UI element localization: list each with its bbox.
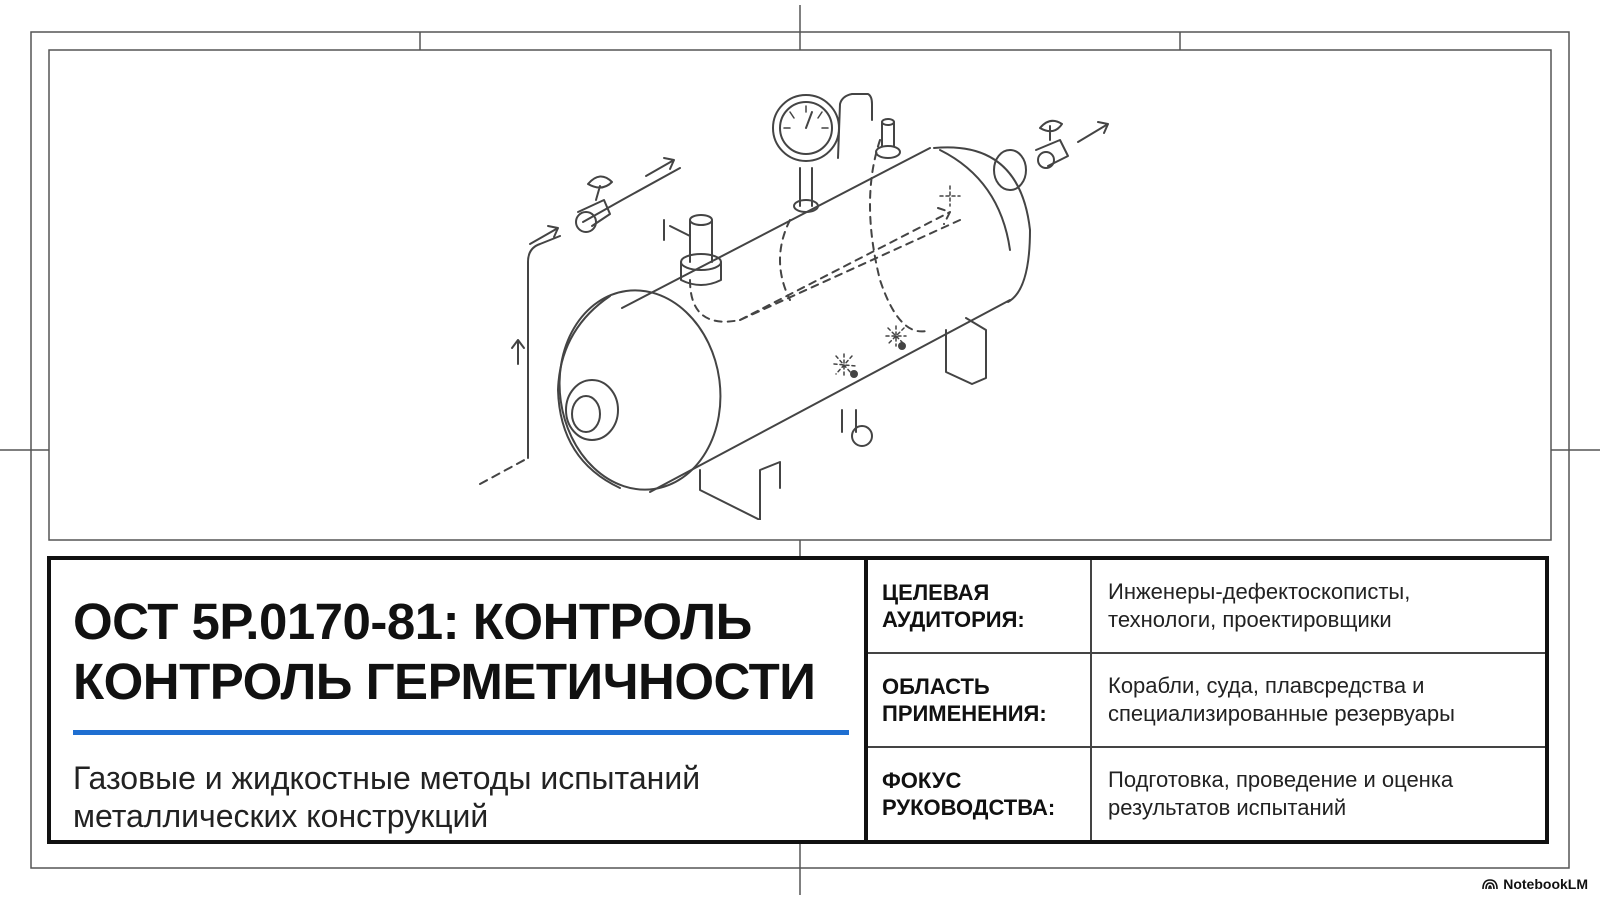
subtitle-line-1: Газовые и жидкостные методы испытаний	[73, 760, 701, 796]
row-key-line: ФОКУС	[882, 768, 962, 793]
title-panel: ОСТ 5Р.0170-81: КОНТРОЛЬ КОНТРОЛЬ ГЕРМЕТ…	[51, 560, 868, 840]
flow-arrow-up	[511, 339, 525, 365]
front-nozzle	[565, 379, 619, 441]
tank-front-head	[558, 289, 722, 491]
rear-outlet	[993, 149, 1027, 191]
flow-arrow-out	[1077, 121, 1109, 143]
title-line-2: КОНТРОЛЬ ГЕРМЕТИЧНОСТИ	[73, 653, 816, 710]
tank-top-edge	[621, 147, 931, 309]
row-value: Корабли, суда, плавсредства и специализи…	[1092, 654, 1545, 746]
row-key: ЦЕЛЕВАЯ АУДИТОРИЯ:	[868, 560, 1092, 652]
subtitle-line-2: металлических конструкций	[73, 798, 489, 834]
row-value-line: Корабли, суда, плавсредства и	[1108, 673, 1425, 698]
support-left	[699, 461, 781, 520]
row-key-line: РУКОВОДСТВА:	[882, 795, 1056, 820]
subtitle: Газовые и жидкостные методы испытаний ме…	[73, 759, 844, 835]
row-key-line: АУДИТОРИЯ:	[882, 607, 1025, 632]
leak-indicators	[833, 185, 961, 377]
row-value-line: результатов испытаний	[1108, 795, 1347, 820]
flow-arrow-2	[645, 157, 675, 177]
row-value-line: Подготовка, проведение и оценка	[1108, 767, 1454, 792]
inlet-pipe	[527, 235, 561, 459]
pressure-vessel-illustration	[479, 93, 1109, 520]
row-value-line: специализированные резервуары	[1108, 701, 1455, 726]
tank-rear-head	[933, 146, 1031, 303]
row-key-line: ПРИМЕНЕНИЯ:	[882, 701, 1047, 726]
accent-divider	[73, 730, 849, 735]
inlet-valve-port	[575, 211, 597, 233]
page-title: ОСТ 5Р.0170-81: КОНТРОЛЬ КОНТРОЛЬ ГЕРМЕТ…	[73, 592, 844, 712]
info-row-audience: ЦЕЛЕВАЯ АУДИТОРИЯ: Инженеры-дефектоскопи…	[868, 560, 1545, 654]
internal-flow-arrow	[739, 207, 951, 321]
flow-arrow-1	[529, 225, 559, 245]
title-line-1: ОСТ 5Р.0170-81: КОНТРОЛЬ	[73, 593, 752, 650]
row-value: Подготовка, проведение и оценка результа…	[1092, 748, 1545, 840]
notebooklm-brand: NotebookLM	[1482, 876, 1588, 892]
row-value: Инженеры-дефектоскописты, технологи, про…	[1092, 560, 1545, 652]
tank-valve-handle	[663, 219, 691, 241]
inlet-valve-handle	[587, 175, 613, 201]
row-key-line: ЦЕЛЕВАЯ	[882, 580, 990, 605]
title-info-box: ОСТ 5Р.0170-81: КОНТРОЛЬ КОНТРОЛЬ ГЕРМЕТ…	[47, 556, 1549, 844]
inlet-pipe-dashed	[479, 457, 529, 485]
tank-bottom-edge	[649, 299, 1011, 493]
support-right	[945, 317, 987, 385]
info-table: ЦЕЛЕВАЯ АУДИТОРИЯ: Инженеры-дефектоскопи…	[868, 560, 1545, 840]
brand-label: NotebookLM	[1503, 876, 1588, 892]
drain-valve	[851, 425, 873, 447]
info-row-focus: ФОКУС РУКОВОДСТВА: Подготовка, проведени…	[868, 748, 1545, 840]
row-key: ОБЛАСТЬ ПРИМЕНЕНИЯ:	[868, 654, 1092, 746]
info-row-scope: ОБЛАСТЬ ПРИМЕНЕНИЯ: Корабли, суда, плавс…	[868, 654, 1545, 748]
row-value-line: технологи, проектировщики	[1108, 607, 1392, 632]
row-value-line: Инженеры-дефектоскописты,	[1108, 579, 1411, 604]
notebooklm-logo-icon	[1482, 879, 1499, 890]
outlet-valve-handle	[1039, 119, 1063, 141]
row-key: ФОКУС РУКОВОДСТВА:	[868, 748, 1092, 840]
row-key-line: ОБЛАСТЬ	[882, 674, 990, 699]
inlet-top-pipe	[582, 167, 681, 223]
